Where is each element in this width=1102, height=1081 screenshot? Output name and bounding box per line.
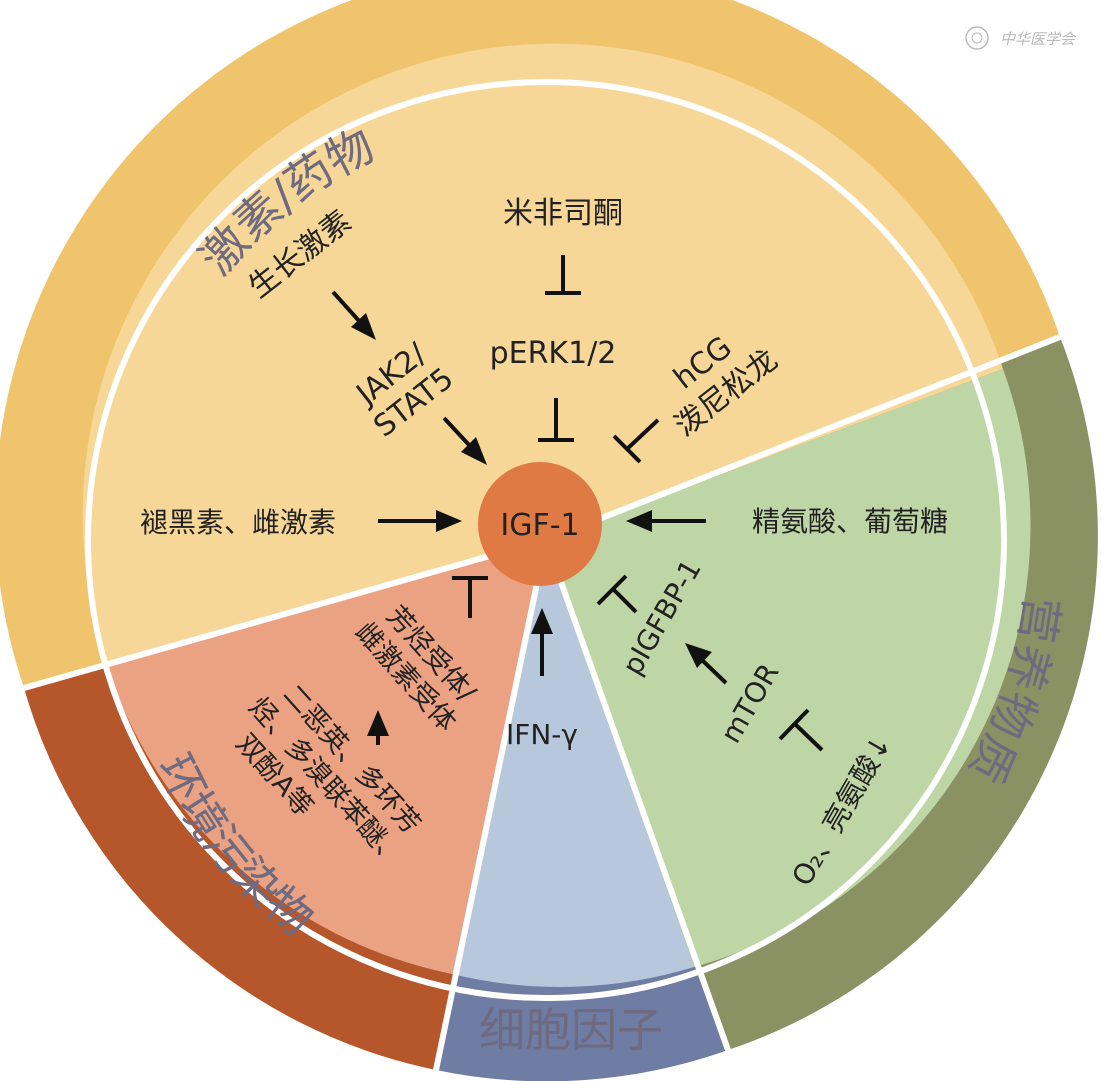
arrowhead-jak bbox=[461, 437, 487, 465]
inhibit-mife-perk bbox=[545, 255, 581, 295]
label-ifn-gamma: IFN-γ bbox=[506, 718, 578, 751]
inhibit-hcg-igf bbox=[612, 418, 660, 464]
ring-label-cytokines: 细胞因子 bbox=[479, 1003, 663, 1057]
inhibit-pigfbp-igf bbox=[596, 574, 638, 614]
label-arginine-glucose: 精氨酸、葡萄糖 bbox=[752, 505, 948, 538]
label-mifepristone: 米非司酮 bbox=[503, 196, 623, 231]
arrowhead-mtor bbox=[685, 643, 712, 668]
arrowhead-melatonin bbox=[436, 510, 462, 532]
sector-hormones bbox=[82, 43, 1004, 663]
arrow-gh-to-jak bbox=[331, 290, 362, 324]
inhibit-perk-igf bbox=[538, 398, 574, 442]
arrow-jak-to-igf bbox=[442, 416, 472, 448]
watermark-text: 中华医学会 bbox=[1000, 30, 1077, 48]
arrowhead-arginine bbox=[626, 510, 652, 532]
arrowhead-gh bbox=[351, 313, 376, 340]
watermark-logo-icon bbox=[965, 26, 989, 50]
inhibit-receptor-igf bbox=[452, 576, 488, 618]
sector-pollutants bbox=[106, 540, 546, 974]
sector-cytokines bbox=[452, 540, 694, 987]
center-node-igf1 bbox=[478, 462, 602, 586]
inhibit-o2-mtor bbox=[778, 708, 824, 752]
arrow-mtor-pigfbp bbox=[700, 658, 728, 685]
sector-dividers bbox=[23, 79, 1062, 1071]
arrowhead-ifn bbox=[531, 608, 553, 634]
center-label: IGF-1 bbox=[500, 508, 579, 543]
watermark: 中华医学会 bbox=[965, 26, 1077, 50]
label-melatonin-estrogen: 褪黑素、雌激素 bbox=[140, 506, 336, 539]
arrowhead-pollutants bbox=[367, 710, 389, 736]
label-perk: pERK1/2 bbox=[490, 336, 617, 371]
